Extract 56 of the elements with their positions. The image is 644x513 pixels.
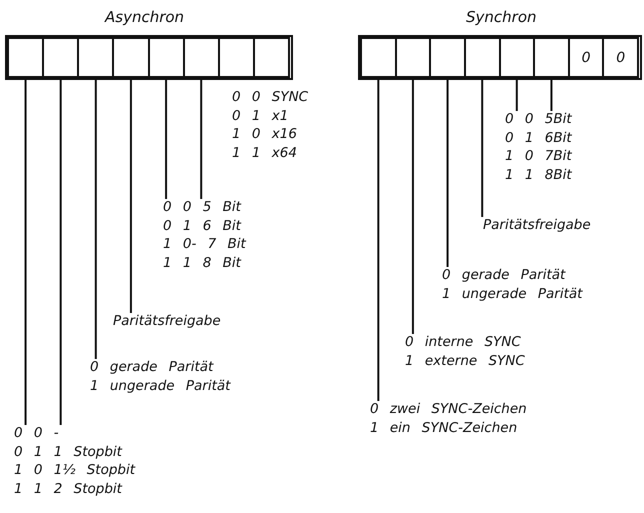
- bit-setting-text: 1 1 8Bit: [505, 166, 572, 184]
- register-title: Asynchron: [105, 8, 184, 26]
- bit-cell: [112, 37, 150, 78]
- bit-setting-text: 1 0 7Bit: [505, 147, 572, 166]
- leader-line: [377, 78, 380, 401]
- bit-cell: [533, 37, 570, 78]
- bit-setting-text: 1 1 2 Stopbit: [14, 480, 124, 498]
- bit-cell: 0: [602, 37, 639, 78]
- leader-line: [165, 78, 168, 199]
- bit-setting-text: 1 ein SYNC-Zeichen: [370, 418, 518, 437]
- bit-setting-text: 0 zwei SYNC-Zeichen: [370, 400, 527, 418]
- bit-setting-text: 0 gerade Parität: [442, 266, 567, 284]
- leader-line: [412, 78, 414, 334]
- leader-line: [446, 78, 449, 267]
- bit-setting-text: 0 0 SYNC: [232, 88, 308, 106]
- bit-setting-text: 0 1 6Bit: [505, 128, 572, 147]
- bit-cell: [42, 37, 80, 78]
- bit-setting-text: 0 gerade Parität: [90, 358, 215, 376]
- leader-line: [24, 78, 27, 425]
- leader-line: [550, 78, 552, 111]
- register-title: Synchron: [466, 8, 537, 26]
- bit-cell: [498, 37, 536, 78]
- bit-setting-text: 1 ungerade Parität: [90, 376, 230, 395]
- bit-setting-text: 0 1 6 Bit: [163, 216, 242, 235]
- bit-setting-text: 0 1 x1: [232, 106, 290, 125]
- bit-setting-text: 1 1 8 Bit: [163, 254, 242, 272]
- bit-setting-text: 1 0 1½ Stopbit: [14, 461, 136, 480]
- bit-setting-text: 0 0 5 Bit: [163, 198, 242, 216]
- bit-setting-text: 0 interne SYNC: [405, 333, 522, 352]
- bit-setting-text: 0 1 1 Stopbit: [14, 442, 124, 461]
- bit-setting-text: 1 1 x64: [232, 144, 298, 162]
- leader-line: [130, 78, 132, 313]
- bit-setting-text: Paritätsfreigabe: [113, 312, 221, 330]
- bit-setting-text: 1 0- 7 Bit: [163, 235, 246, 254]
- bit-setting-text: 1 0 x16: [232, 125, 298, 144]
- leader-line: [60, 78, 62, 425]
- leader-line: [200, 78, 202, 199]
- bit-cell: [148, 37, 185, 78]
- bit-cell: 0: [568, 37, 604, 78]
- bit-setting-text: Paritätsfreigabe: [483, 216, 591, 234]
- bit-setting-text: 0 0 -: [14, 424, 60, 442]
- bit-cell: [429, 37, 466, 78]
- bit-setting-text: 0 0 5Bit: [505, 110, 572, 128]
- leader-line: [94, 78, 97, 359]
- bit-cell: [77, 37, 114, 78]
- bit-cell: [7, 37, 44, 78]
- leader-line: [481, 78, 484, 217]
- bit-cell: [394, 37, 432, 78]
- leader-line: [516, 78, 518, 111]
- bit-cell: [464, 37, 500, 78]
- bit-setting-text: 1 externe SYNC: [405, 352, 525, 370]
- bit-setting-text: 1 ungerade Parität: [442, 284, 582, 303]
- bit-cell: [218, 37, 255, 78]
- bit-cell: [182, 37, 220, 78]
- bit-cell: [252, 37, 290, 78]
- bit-cell: [360, 37, 397, 78]
